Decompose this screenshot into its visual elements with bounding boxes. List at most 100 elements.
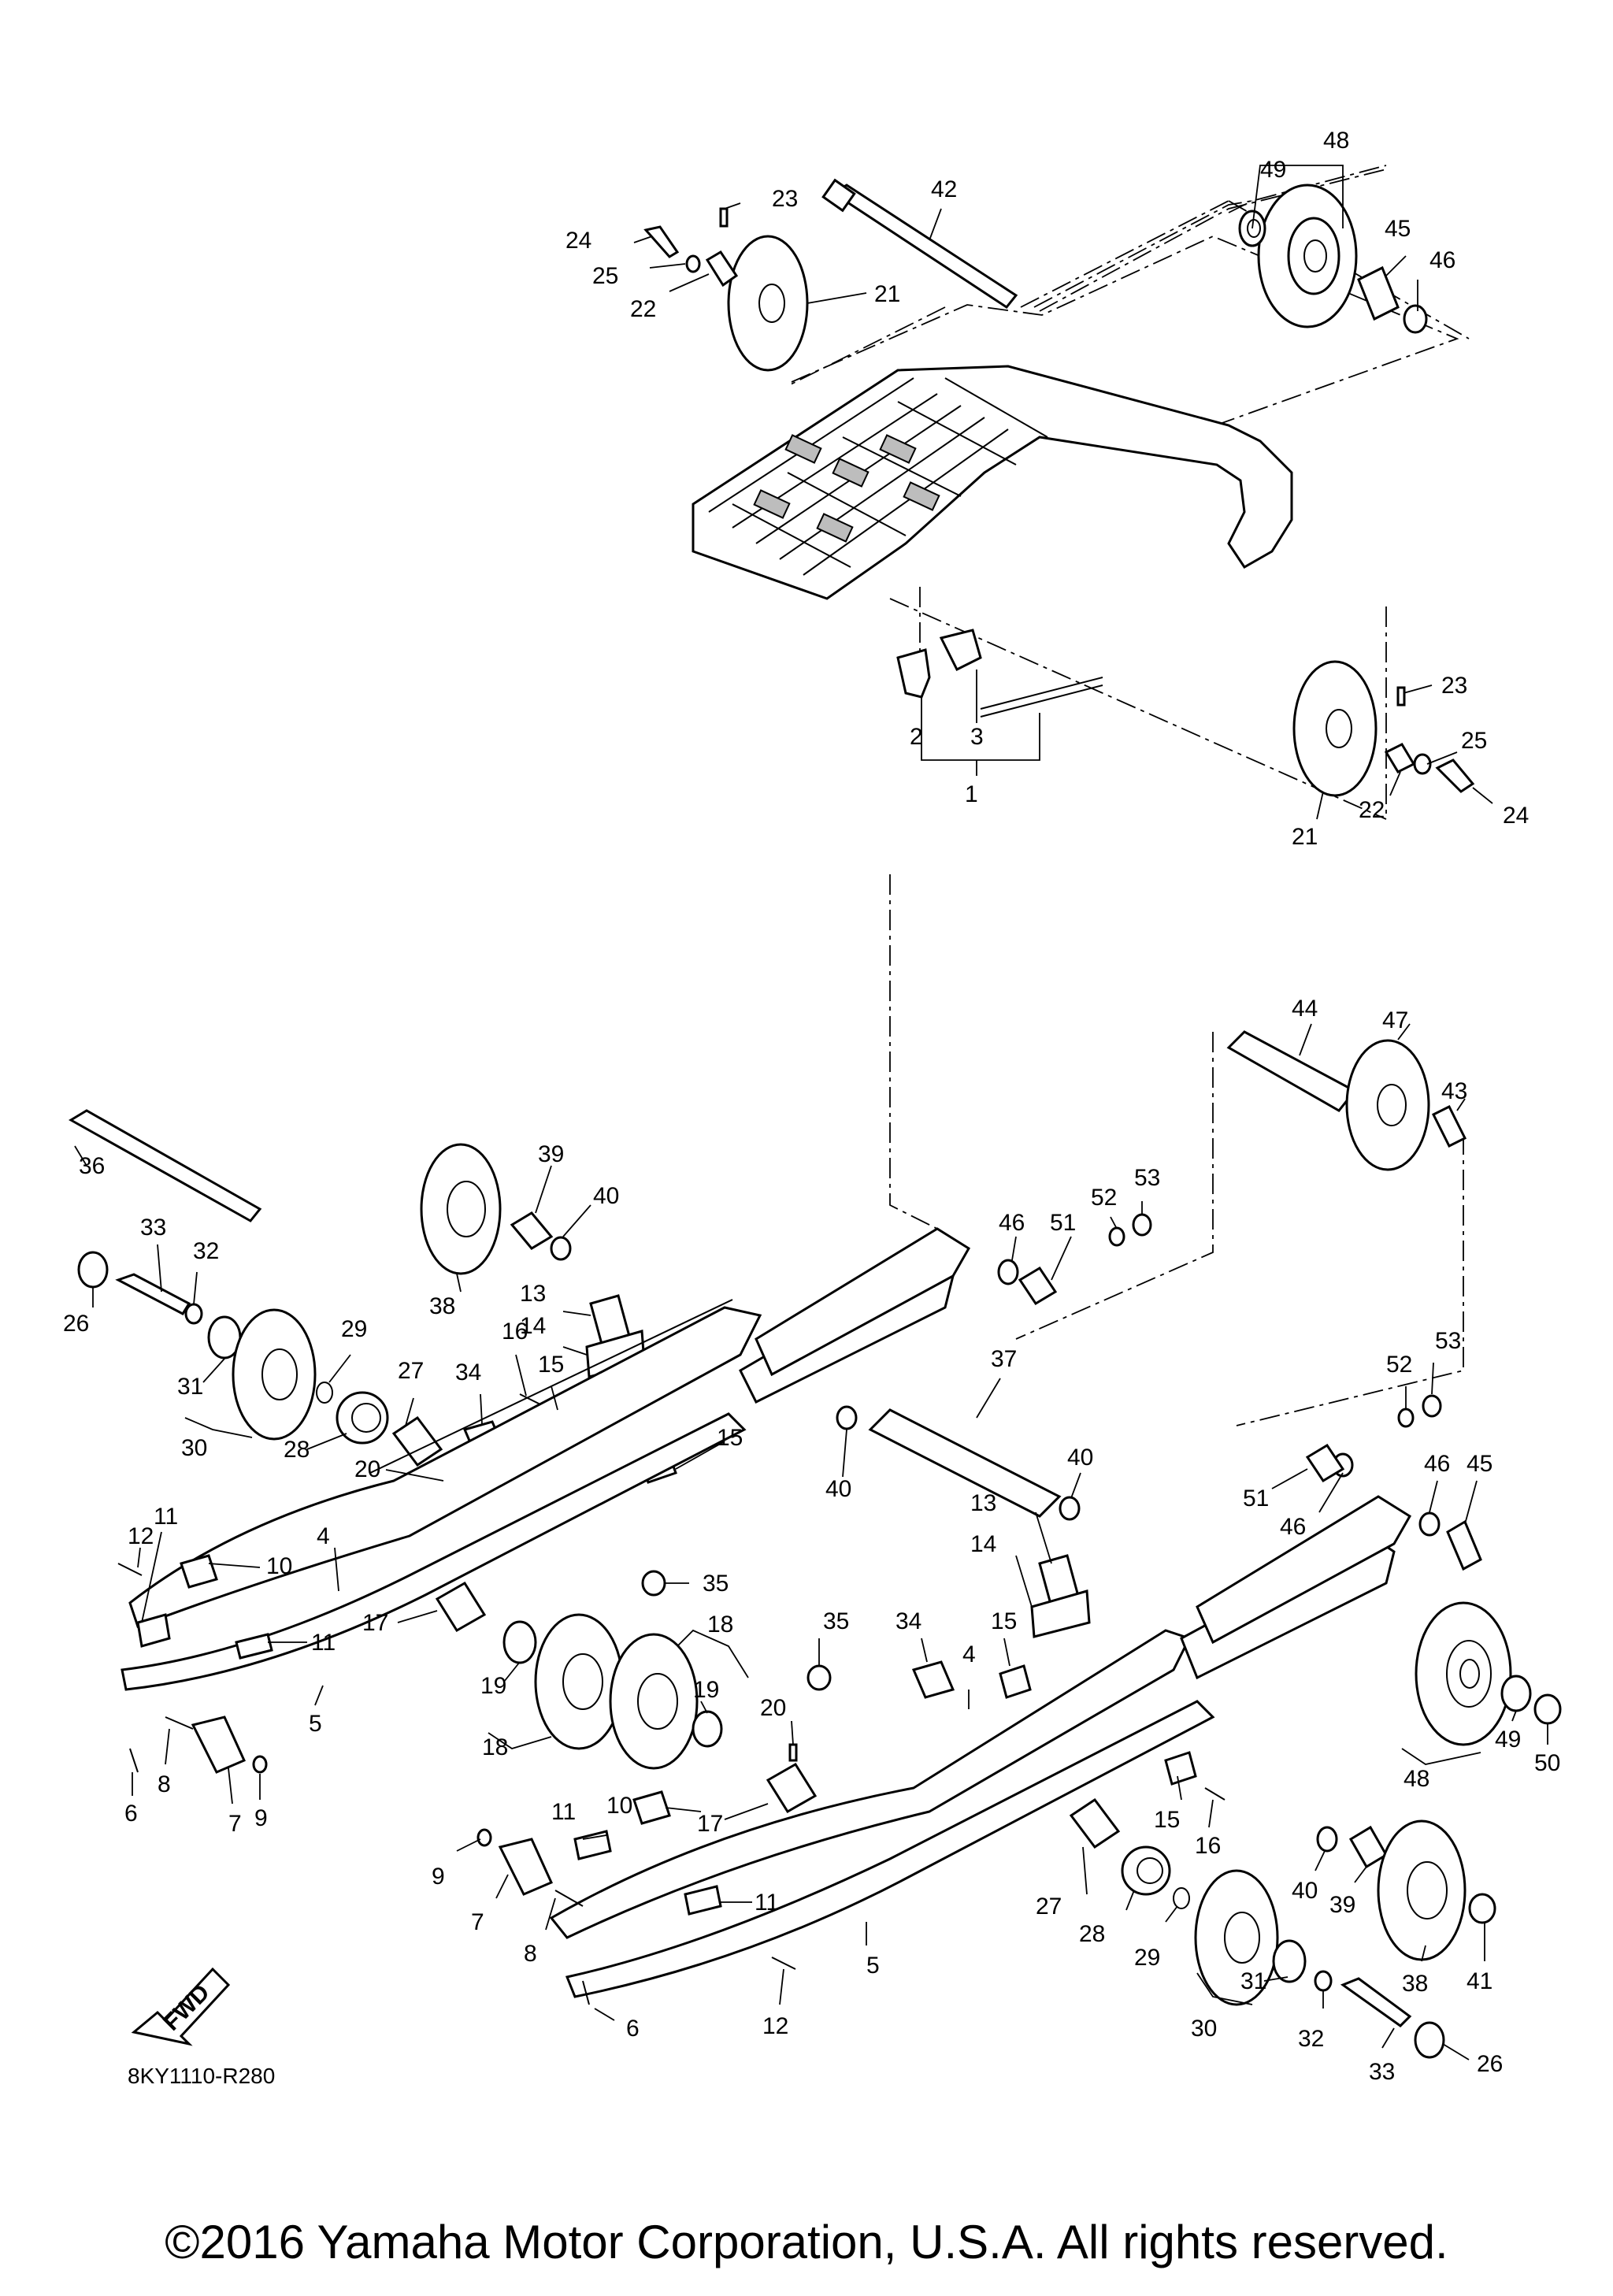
callout-8-upper: 8 — [158, 1771, 171, 1797]
callout-48-upper: 48 — [1323, 128, 1349, 154]
callout-4-upper: 4 — [317, 1523, 330, 1549]
nut-35-left — [641, 1570, 666, 1597]
idler-wheel-38-left — [420, 1143, 502, 1275]
idler-wheel-30-left — [232, 1308, 317, 1441]
callout-2: 2 — [910, 724, 923, 750]
seal-26-left — [77, 1251, 109, 1289]
nut-46-right-a — [1418, 1512, 1441, 1537]
callout-11-upper-b: 11 — [311, 1630, 336, 1656]
callout-25-lower: 25 — [1461, 728, 1487, 754]
callout-41: 41 — [1467, 1968, 1492, 1994]
shaft-36 — [69, 1109, 262, 1222]
shaft-44 — [1226, 1030, 1357, 1112]
callout-16-upper: 16 — [502, 1319, 528, 1345]
callout-15-upper: 15 — [538, 1352, 564, 1378]
callout-29-upper: 29 — [341, 1316, 367, 1342]
callout-36: 36 — [79, 1153, 105, 1179]
slider-block-7-right — [498, 1838, 553, 1896]
washer-40-right — [1316, 1826, 1338, 1853]
nut-35-right — [806, 1664, 832, 1691]
collar-17-left — [435, 1581, 487, 1633]
copyright-notice: ©2016 Yamaha Motor Corporation, U.S.A. A… — [165, 2216, 1448, 2268]
grease-fitting-20-right — [788, 1743, 798, 1762]
collar-22-upper — [705, 250, 739, 287]
washer-32-left — [184, 1303, 203, 1325]
callout-11-lower-a: 11 — [551, 1799, 576, 1825]
rivet-12-right — [771, 1957, 796, 1970]
bracket-14-right — [1030, 1589, 1091, 1638]
bolt-33-left — [115, 1273, 191, 1315]
collar-51-rear-upper — [1018, 1266, 1058, 1306]
callout-23-lower: 23 — [1441, 673, 1467, 699]
callout-49-upper: 49 — [1260, 157, 1286, 183]
idler-wheel-21-lower — [1292, 660, 1378, 797]
nut-50 — [1533, 1693, 1562, 1725]
callout-40-mid-a: 40 — [825, 1476, 851, 1502]
callout-44: 44 — [1292, 996, 1318, 1022]
callout-16-lower: 16 — [1195, 1833, 1221, 1859]
callout-17-upper: 17 — [362, 1610, 388, 1636]
callout-39-lower: 39 — [1329, 1892, 1355, 1918]
callout-38-upper: 38 — [429, 1293, 455, 1319]
wheel-48-rear-right — [1415, 1601, 1512, 1746]
callout-28-upper: 28 — [284, 1437, 310, 1463]
rivet-6-left — [129, 1748, 139, 1773]
callout-39-upper: 39 — [538, 1141, 564, 1167]
washer-40-mid-right — [1059, 1496, 1081, 1521]
slide-rail-4-right — [549, 1629, 1192, 1939]
bearing-19-mid — [692, 1710, 723, 1748]
callout-6-upper: 6 — [124, 1801, 138, 1827]
axle-42 — [821, 178, 1018, 310]
idler-wheel-47 — [1345, 1039, 1430, 1171]
idler-wheel-38-right — [1377, 1819, 1467, 1961]
callout-15-lower: 15 — [991, 1608, 1017, 1634]
callout-22-upper: 22 — [630, 296, 656, 322]
callout-7-upper: 7 — [228, 1811, 242, 1837]
collar-39-right — [1348, 1825, 1389, 1869]
callout-52-lower: 52 — [1386, 1352, 1412, 1378]
callout-11-upper-a: 11 — [154, 1504, 178, 1530]
callout-46-lower-b: 46 — [1424, 1451, 1450, 1477]
washer-25-lower — [1413, 753, 1432, 775]
callout-40-upper: 40 — [593, 1183, 619, 1209]
washer-9-right — [476, 1828, 492, 1847]
callout-9-lower: 9 — [432, 1864, 445, 1890]
nut-46-upper — [1403, 304, 1428, 334]
retainer-11-right-lower — [684, 1885, 722, 1916]
callout-46-upper: 46 — [1429, 247, 1455, 273]
callout-32-lower: 32 — [1298, 2026, 1324, 2052]
cap-53-rear-upper — [1132, 1213, 1152, 1237]
callout-12-upper: 12 — [128, 1523, 154, 1549]
cap-53-right — [1422, 1394, 1442, 1418]
callout-14-lower: 14 — [970, 1531, 996, 1557]
callout-6-lower: 6 — [626, 2016, 640, 2042]
callout-40-mid-b: 40 — [1067, 1445, 1093, 1471]
callout-14-upper: 14 — [520, 1313, 546, 1339]
callout-17-lower: 17 — [697, 1811, 723, 1837]
callout-12-lower: 12 — [762, 2013, 788, 2039]
callout-30-upper: 30 — [181, 1435, 207, 1461]
callout-34-lower: 34 — [895, 1608, 921, 1634]
callout-31-upper: 31 — [177, 1374, 203, 1400]
callout-52-upper: 52 — [1091, 1185, 1117, 1211]
callout-3: 3 — [970, 724, 984, 750]
idler-wheel-18-left — [534, 1613, 624, 1750]
callout-33-upper: 33 — [140, 1215, 166, 1241]
callout-15-mid: 15 — [717, 1425, 743, 1451]
callout-15-lower-rear: 15 — [1154, 1807, 1180, 1833]
washer-9-left — [252, 1755, 268, 1774]
callout-34-upper: 34 — [455, 1359, 481, 1385]
rivet-12-left — [117, 1563, 143, 1576]
washer-32-right — [1314, 1970, 1333, 1992]
callout-47: 47 — [1382, 1007, 1408, 1033]
callout-19-upper: 19 — [480, 1673, 506, 1699]
idler-wheel-30-right — [1194, 1869, 1279, 2006]
callout-10-upper: 10 — [266, 1553, 292, 1579]
callout-42: 42 — [931, 176, 957, 202]
callout-9-upper: 9 — [254, 1805, 268, 1831]
retainer-11-right-upper — [573, 1830, 612, 1860]
callout-18-upper: 18 — [482, 1734, 508, 1760]
pin-8-right — [554, 1890, 584, 1907]
nut-46-rear-upper — [997, 1259, 1019, 1285]
washer-40-left — [550, 1236, 572, 1261]
